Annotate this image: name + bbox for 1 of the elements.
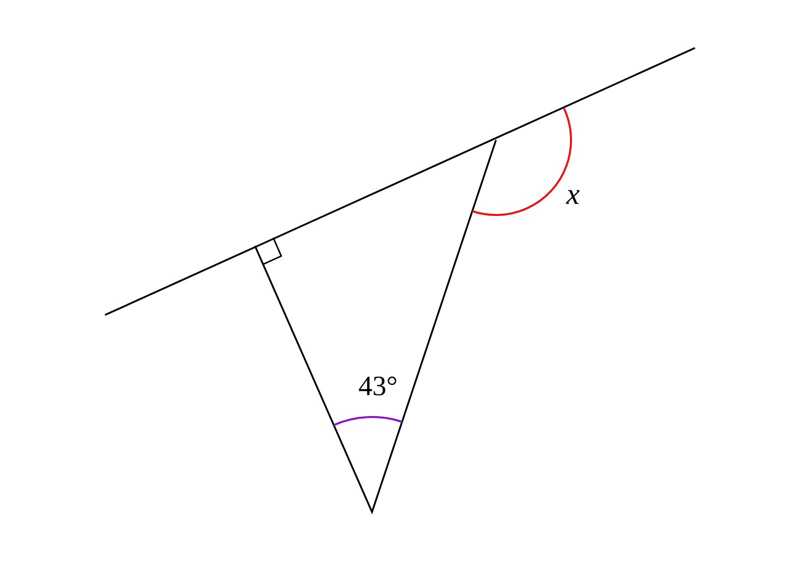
angle-label: 43° — [358, 376, 396, 396]
